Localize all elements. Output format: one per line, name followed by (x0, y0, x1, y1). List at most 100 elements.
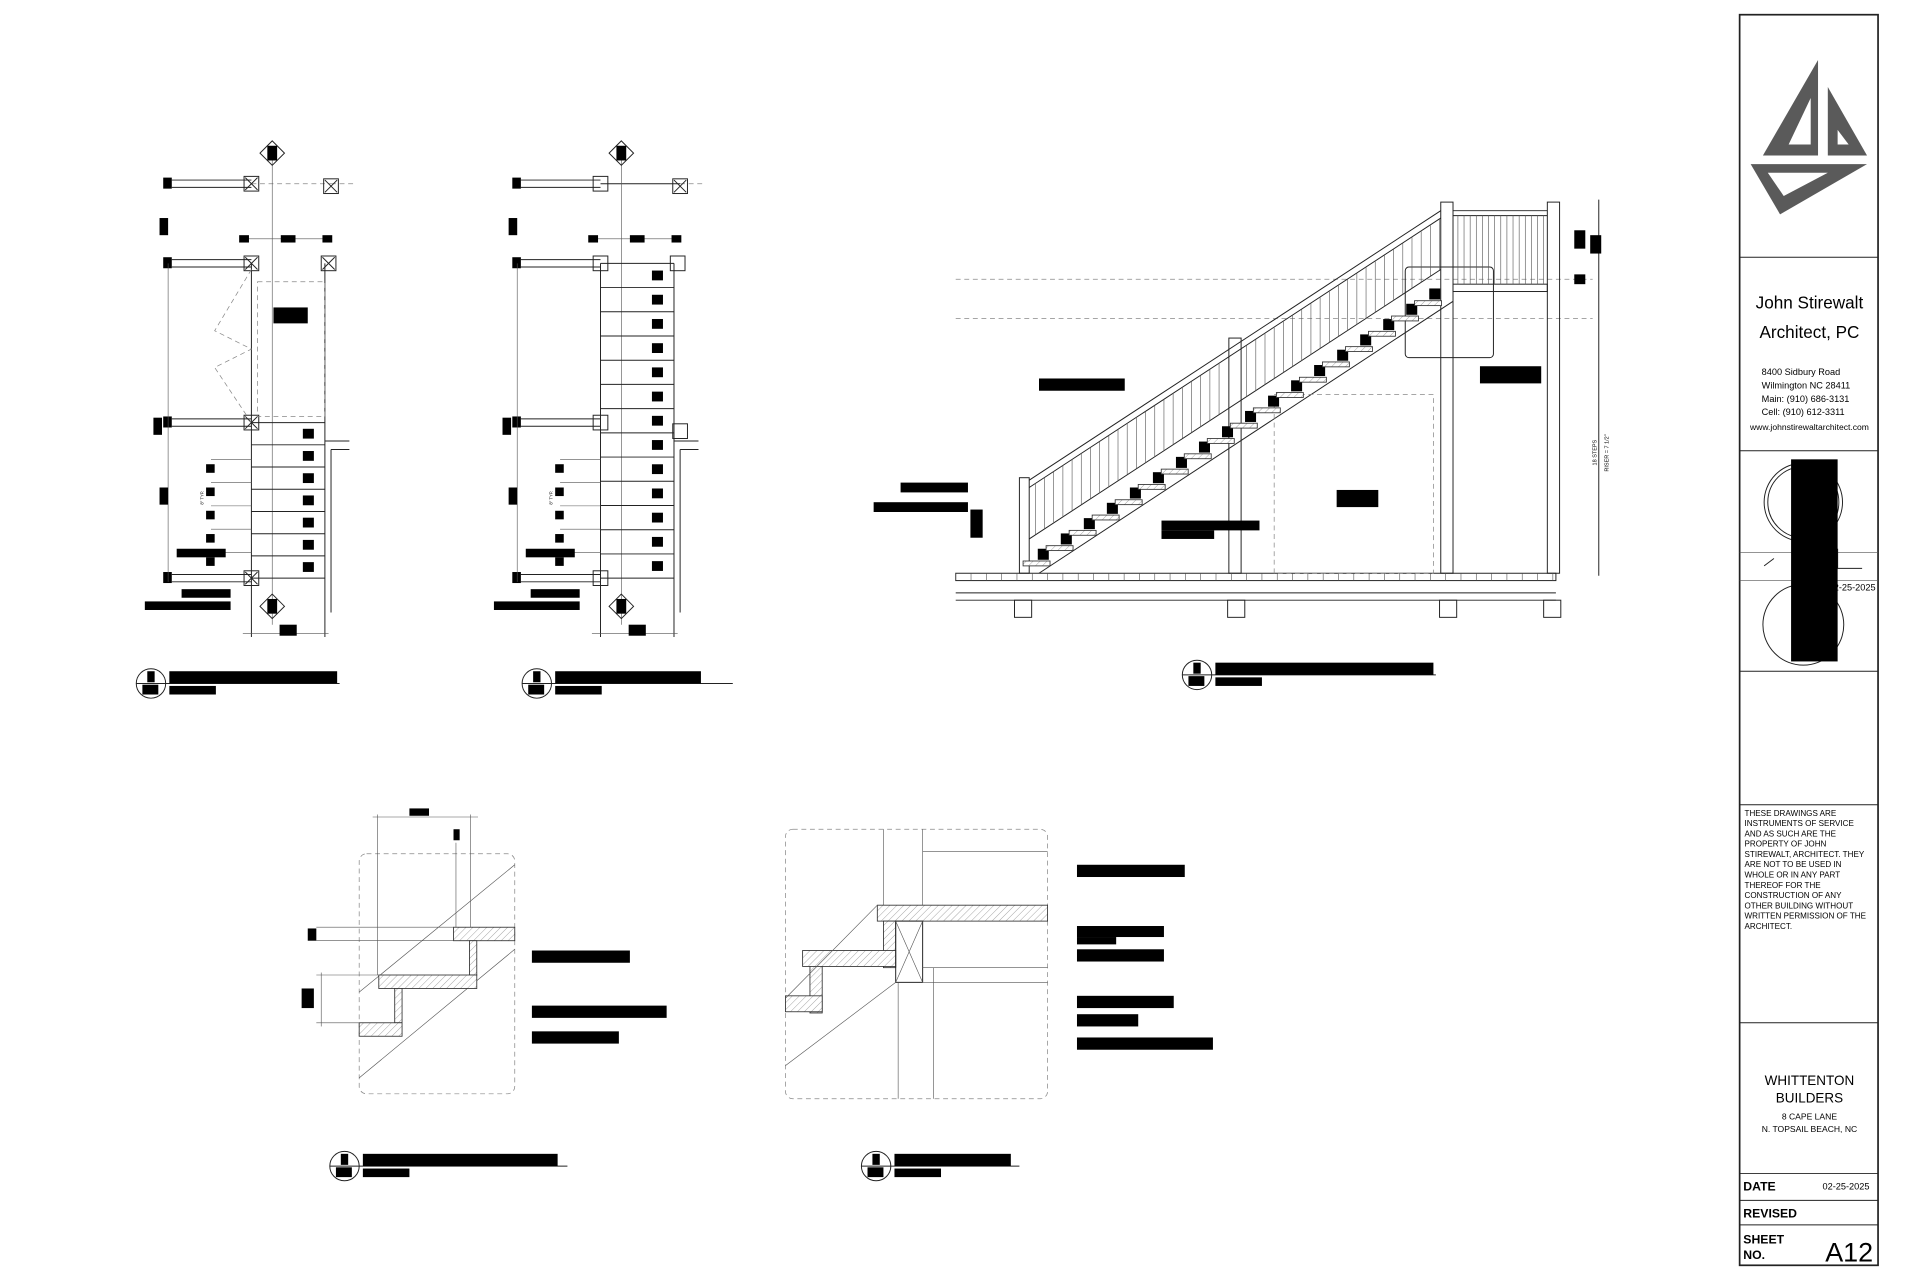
redacted-label (163, 416, 172, 428)
redacted-scale (1215, 677, 1262, 686)
redacted-detail-number (147, 671, 155, 683)
redacted-tread-label (651, 270, 663, 281)
stair-tread (1322, 361, 1350, 368)
plan-line (673, 179, 687, 193)
stair-tread (1183, 453, 1212, 460)
drawing-title-markers (135, 659, 1436, 1182)
notice-line: WRITTEN PERMISSION OF THE (1745, 912, 1867, 921)
redacted-scale (894, 1168, 942, 1178)
client-address-2: N. TOPSAIL BEACH, NC (1762, 1124, 1857, 1134)
redacted-label (508, 218, 518, 236)
notice-line: ARCHITECT. (1745, 922, 1793, 931)
redacted-label (206, 487, 215, 497)
redacted-label (493, 601, 580, 610)
section-marker-icon (259, 593, 286, 620)
notice-line: STIREWALT, ARCHITECT. THEY (1745, 850, 1865, 859)
redacted-detail-number (872, 1153, 880, 1165)
redacted-sheet-number (335, 1167, 352, 1178)
redacted-sheet-number (528, 684, 545, 695)
redacted-label (206, 557, 215, 566)
notice-line: THESE DRAWINGS ARE (1745, 809, 1837, 818)
redacted-label (508, 487, 518, 505)
stair-tread (1368, 330, 1396, 337)
redacted-label (163, 177, 172, 189)
redacted-label (144, 601, 231, 610)
redacted-label (512, 177, 521, 189)
redacted-label (628, 624, 646, 636)
redacted-label (512, 416, 521, 428)
stair-plan-lower: 8" TYP. (144, 140, 356, 637)
redacted-tread-label (651, 391, 663, 402)
post (672, 178, 688, 195)
sheet-label-2: NO. (1743, 1248, 1765, 1262)
redacted-label (206, 534, 215, 543)
redacted-tread-label (651, 415, 663, 426)
redacted-tread-label (1291, 380, 1303, 392)
stair-tread (1114, 499, 1143, 506)
redacted-label (555, 510, 564, 520)
redacted-drawing-title (169, 671, 338, 684)
redacted-tread-label (1129, 487, 1141, 499)
redacted-tread-label (651, 318, 663, 329)
title-block: John Stirewalt Architect, PC 8400 Sidbur… (1738, 13, 1879, 1268)
redacted-label (629, 235, 645, 243)
redacted-scale (362, 1168, 410, 1178)
elevation-steps-label: 18 STEPS (1592, 439, 1598, 465)
redacted-tread-label (1406, 303, 1418, 315)
redacted-tread-label (302, 517, 314, 528)
redacted-tread-label (302, 428, 314, 439)
redacted-label (163, 572, 172, 584)
redacted-label (181, 589, 231, 598)
redacted-drawing-title (362, 1153, 558, 1167)
elevation-riser-label: RISER = 7 1/2" (1605, 434, 1611, 471)
redacted-detail-number (533, 671, 541, 683)
firm-phone-main: Main: (910) 686-3131 (1762, 394, 1850, 404)
notice-line: ARE NOT TO BE USED IN (1745, 860, 1842, 869)
redacted-tread-label (1175, 456, 1187, 468)
stair-tread (1414, 300, 1442, 307)
stair-tread (1252, 407, 1281, 414)
redacted-tread-label (1037, 548, 1049, 560)
stair-tread (1298, 376, 1327, 383)
redacted-tread-label (651, 512, 663, 523)
redacted-tread-label (651, 464, 663, 475)
redacted-label (159, 487, 169, 505)
notice-line: WHOLE OR IN ANY PART (1745, 871, 1841, 880)
notice-line: AND AS SUCH ARE THE (1745, 829, 1837, 838)
redacted-tread-label (1106, 502, 1118, 514)
stair-tread (1068, 529, 1097, 536)
redacted-tread-label (1083, 518, 1095, 530)
redacted-tread-label (651, 561, 663, 571)
redacted-tread-label (1314, 365, 1326, 377)
stair-tread (1229, 422, 1258, 429)
tread-detail (301, 808, 667, 1095)
firm-phone-cell: Cell: (910) 612-3311 (1762, 407, 1845, 417)
redacted-label (525, 548, 575, 558)
redacted-tread-label (651, 536, 663, 547)
redacted-tread-label (1152, 472, 1164, 484)
redacted-label (502, 417, 512, 435)
post (323, 178, 339, 195)
stair-tread (1345, 346, 1373, 352)
stair-tread (1160, 468, 1189, 475)
redacted-tread-label (302, 473, 314, 484)
post (672, 423, 688, 439)
redacted-tread-label (651, 440, 663, 450)
redacted-tread-label (302, 495, 314, 506)
redacted-tread-label (1383, 319, 1395, 331)
redacted-sheet-number (1188, 676, 1205, 686)
tread-dimension-label: 8" TYP. (549, 491, 554, 505)
redacted-tread-label (1268, 395, 1280, 407)
redacted-label (512, 572, 521, 584)
redacted-label (239, 235, 249, 243)
redacted-label (530, 589, 580, 598)
redacted-label (555, 534, 564, 543)
redacted-detail-number (1193, 662, 1201, 674)
sheet-label: SHEET (1743, 1232, 1784, 1246)
redacted-label (671, 235, 682, 243)
firm-address-1: 8400 Sidbury Road (1762, 367, 1841, 377)
redacted-drawing-title (555, 671, 701, 684)
client-address-1: 8 CAPE LANE (1782, 1112, 1837, 1122)
